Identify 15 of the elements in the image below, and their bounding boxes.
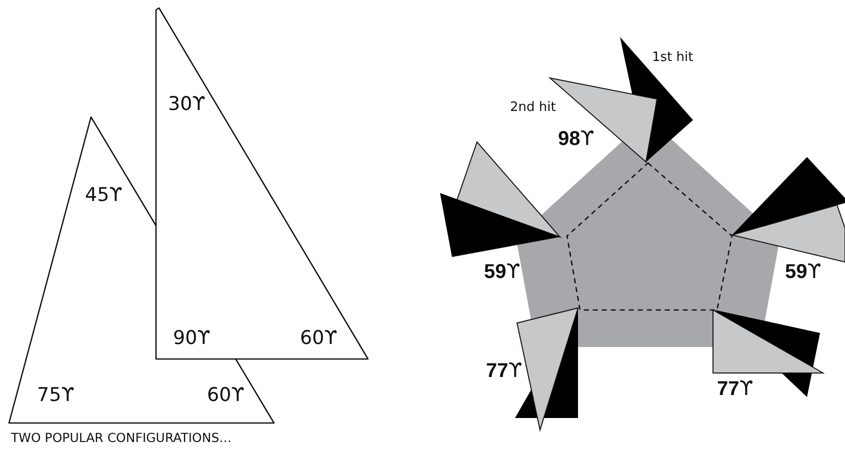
triangle-shape (155, 6, 370, 360)
angle-label: 45ϒ (85, 186, 122, 205)
angle-label: 77ϒ (486, 360, 522, 381)
angle-label: 60ϒ (300, 329, 338, 348)
angle-label: 60ϒ (207, 386, 244, 405)
angle-label: 77ϒ (717, 378, 754, 399)
angle-label: 59ϒ (484, 261, 520, 282)
hit-label: 1st hit (652, 51, 694, 64)
angle-label: 75ϒ (37, 386, 74, 405)
angle-label: 30ϒ (168, 95, 206, 114)
hit-label: 2nd hit (510, 101, 556, 114)
angle-label: 90ϒ (173, 329, 210, 348)
angle-label: 98ϒ (558, 128, 594, 149)
caption: TWO POPULAR CONFIGURATIONS… (11, 432, 232, 444)
angle-label: 59ϒ (785, 261, 822, 282)
